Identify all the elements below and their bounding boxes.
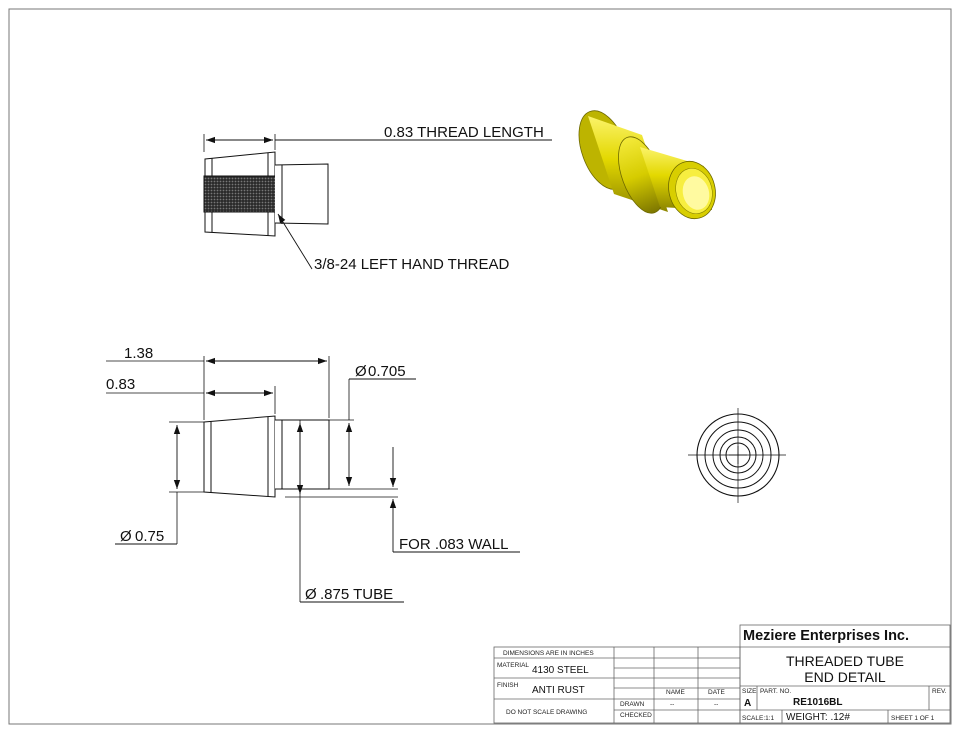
sheet-border — [8, 8, 952, 725]
row-drawn: DRAWN — [620, 701, 645, 708]
isometric-model — [578, 110, 716, 220]
top-view — [203, 134, 552, 270]
finish-label: FINISH — [497, 682, 519, 689]
material-label: MATERIAL — [497, 662, 529, 669]
dim-inner-diameter: 0.705 — [368, 363, 406, 380]
drawn-date: -- — [714, 701, 718, 708]
dim-diameter-symbol-outer: Ø — [120, 528, 132, 545]
end-view — [688, 408, 786, 503]
size-label: SIZE — [742, 688, 757, 695]
dim-overall-length: 1.38 — [124, 345, 153, 362]
scale-value: SCALE:1:1 — [742, 715, 775, 722]
units-note: DIMENSIONS ARE IN INCHES — [503, 650, 594, 657]
drawn-name: -- — [670, 701, 674, 708]
dim-tube-diameter: .875 TUBE — [320, 586, 393, 603]
thread-band — [203, 175, 277, 213]
material-value: 4130 STEEL — [532, 665, 589, 676]
title-block — [493, 624, 951, 724]
dim-diameter-symbol-tube: Ø — [305, 586, 317, 603]
thread-callout-label: 3/8-24 LEFT HAND THREAD — [314, 256, 510, 273]
thread-length-label: 0.83 THREAD LENGTH — [384, 124, 544, 141]
sheet-value: SHEET 1 OF 1 — [891, 715, 935, 722]
dim-thread-length: 0.83 — [106, 376, 135, 393]
scale-note: DO NOT SCALE DRAWING — [506, 709, 587, 716]
rev-label: REV. — [932, 688, 947, 695]
front-view-body — [203, 415, 276, 498]
row-checked: CHECKED — [620, 712, 652, 719]
size-value: A — [744, 698, 751, 709]
dim-diameter-symbol-inner: Ø — [355, 363, 367, 380]
title-line-1: THREADED TUBE — [786, 653, 904, 669]
part-no-value: RE1016BL — [793, 697, 842, 708]
finish-value: ANTI RUST — [532, 685, 585, 696]
col-name: NAME — [666, 689, 685, 696]
dim-outer-diameter: 0.75 — [135, 528, 164, 545]
part-no-label: PART. NO. — [760, 688, 791, 695]
company-name: Meziere Enterprises Inc. — [743, 628, 909, 644]
weight-value: WEIGHT: .12# — [786, 712, 850, 723]
col-date: DATE — [708, 689, 726, 696]
front-view — [106, 356, 520, 603]
wall-note: FOR .083 WALL — [399, 536, 508, 553]
title-line-2: END DETAIL — [804, 669, 886, 685]
